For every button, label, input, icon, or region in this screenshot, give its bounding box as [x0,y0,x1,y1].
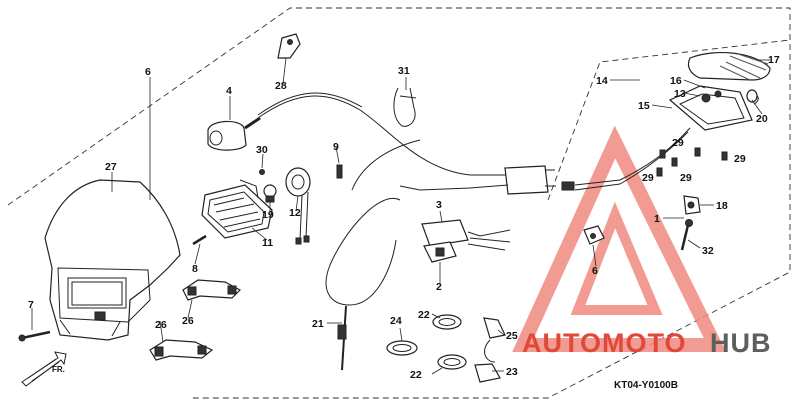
watermark-text: AUTOMOTO HUB [522,328,772,358]
callout-29a: 29 [672,137,684,149]
headlight-unit [201,179,273,239]
taillight-subassembly-boundary [547,39,791,201]
callouts: 6 27 4 28 31 9 30 19 12 11 8 7 26 26 3 2… [28,54,780,381]
callout-25: 25 [506,330,518,342]
callout-16: 16 [670,75,682,87]
wire-clip [336,164,343,179]
callout-27: 27 [105,161,117,173]
callout-29d: 29 [680,172,692,184]
assembly-boundary [7,7,791,399]
taillight-wiring [561,127,691,191]
mount-bracket-lower [149,339,214,361]
watermark-triangle [512,125,727,352]
callout-4: 4 [226,85,232,97]
callout-6a: 6 [145,66,151,78]
callout-29b: 29 [734,153,746,165]
bulb-socket [285,167,311,245]
callout-15: 15 [638,100,650,112]
callout-29c: 29 [642,172,654,184]
leader-lines [31,57,770,375]
collar [583,225,605,245]
headlight-cowl [44,179,181,341]
front-label: FR. [52,365,65,374]
watermark-part-a: AUTOMOTO [522,328,687,358]
front-arrow-icon: FR. [21,351,67,387]
callout-32: 32 [702,245,714,257]
callout-2: 2 [436,281,442,293]
callout-14: 14 [596,75,608,87]
taillight-base [668,85,759,131]
turn-switch [421,219,511,263]
callout-21: 21 [312,318,324,330]
callout-11: 11 [262,237,273,249]
mount-bracket-upper [182,279,241,301]
bolt [18,330,51,342]
callout-18: 18 [716,200,728,212]
callout-17: 17 [768,54,780,66]
callout-20: 20 [756,113,768,125]
speedometer-cable [325,197,401,371]
callout-6b: 6 [592,265,598,277]
callout-9: 9 [333,141,339,153]
rubber-mount [683,195,701,215]
screw [192,234,207,246]
callout-12: 12 [289,207,301,219]
cable-guide-lower [474,363,501,383]
callout-22b: 22 [410,369,422,381]
bracket [277,33,301,59]
callout-1: 1 [654,213,660,225]
callout-31: 31 [398,65,410,77]
wire-harness [207,92,556,195]
callout-3: 3 [436,199,442,211]
callout-8: 8 [192,263,198,275]
callout-19: 19 [262,209,274,221]
headlight-bulb [263,184,277,203]
diagram-code: KT04-Y0100B [614,380,678,391]
adjust-screw [259,169,265,175]
callout-7: 7 [28,299,34,311]
callout-28: 28 [275,80,287,92]
cable-guide-upper [483,317,506,363]
reflector [746,89,758,103]
callout-30: 30 [256,144,268,156]
callout-26a: 26 [182,315,194,327]
cable-clamp [393,87,417,127]
callout-13: 13 [674,88,686,100]
callout-23: 23 [506,366,518,378]
bolts-set [656,147,728,177]
callout-24: 24 [390,315,402,327]
callout-22a: 22 [418,309,430,321]
band [386,340,418,356]
callout-26b: 26 [155,319,167,331]
watermark-part-b: HUB [710,328,772,358]
grommet-lower [437,354,467,370]
grommet-upper [432,314,462,330]
mount-bolt [680,219,693,251]
taillight-lens [687,51,771,81]
